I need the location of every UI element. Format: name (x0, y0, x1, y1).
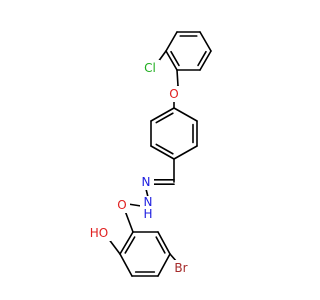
imine-nitrogen-label: N (142, 175, 151, 189)
ring-b-bond-3 (173, 145, 198, 160)
chlorine-atom: Cl (140, 60, 160, 76)
ring-a-bond-2 (199, 31, 212, 52)
ether-oxygen-label: O (169, 87, 178, 101)
ring-c-bond-4 (157, 253, 171, 277)
ring-c-bond-1 (119, 231, 134, 255)
hydroxyl-label: HO (90, 226, 108, 240)
ring-a-bond-5 (165, 50, 178, 71)
ring-b-bond-6 (150, 107, 175, 122)
ring-b-double-2 (155, 143, 174, 155)
chlorine-label: Cl (144, 61, 156, 75)
ring-b-bond-4 (150, 145, 175, 160)
ring-a-bond-3 (199, 50, 212, 71)
ring-a-bond-6 (165, 31, 178, 52)
hydrazide-nitrogen-label: N (144, 195, 153, 209)
ring-b-double-3 (155, 112, 174, 124)
bond-layer (107, 31, 212, 277)
ring-c-bond-5 (157, 231, 171, 255)
bromine-atom: Br (170, 260, 192, 276)
ring-c-bond-2 (119, 253, 133, 277)
atom-label-layer: Cl O N N H O HO Br (87, 60, 192, 276)
ring-b-bond-1 (173, 107, 198, 122)
carbonyl-oxygen-label: O (117, 198, 126, 212)
ring-a-double-3 (170, 50, 180, 67)
hydrazide-hydrogen-label: H (143, 207, 152, 221)
hydrazide-nitrogen-atom: N H (140, 195, 156, 222)
molecule-structure-diagram: Cl O N N H O HO Br (87, 31, 212, 277)
ring-a-ch2-bond (176, 69, 179, 87)
imine-nitrogen-atom: N (138, 174, 154, 190)
ring-c-double-3 (155, 236, 166, 254)
n-n-bond (145, 188, 149, 198)
ring-c-double-1 (124, 236, 136, 254)
bromine-label: Br (174, 261, 187, 275)
ring-a-double-2 (197, 50, 207, 67)
nh-carbonyl-bond (127, 203, 142, 207)
carbonyl-oxygen-atom: O (114, 197, 130, 213)
hydroxyl-group: HO (87, 225, 111, 241)
ether-oxygen-atom: O (166, 86, 182, 102)
